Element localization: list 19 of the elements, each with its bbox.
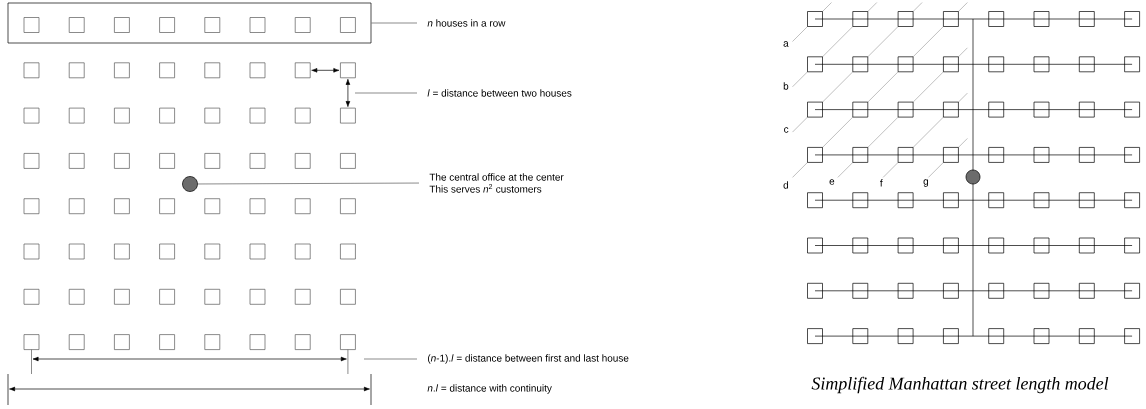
leader-line <box>371 22 418 24</box>
street-letter: a <box>783 41 789 47</box>
central-office-circle <box>182 176 198 192</box>
caption: Simplified Manhattan street length model <box>811 376 1109 394</box>
street-letter: e <box>829 179 835 185</box>
annotation-text: l = distance between two houses <box>427 89 572 97</box>
dimension-label: n.l = distance with continuity <box>427 384 552 394</box>
street-letter: b <box>783 82 789 90</box>
leader-line <box>363 358 418 360</box>
annotation-text: n houses in a row <box>427 19 506 27</box>
street-letter: g <box>923 179 928 187</box>
street-letter: f <box>880 179 883 187</box>
leader-line <box>354 92 418 94</box>
street-letter: c <box>784 127 789 133</box>
street-letter: d <box>783 181 788 189</box>
row-frame <box>7 2 372 44</box>
leader-line <box>197 182 420 185</box>
annotation-text: The central office at the center This serves n$^{2}$ customers <box>429 173 564 193</box>
annotation-text: (n-1).l = distance between first and last house <box>428 354 629 364</box>
